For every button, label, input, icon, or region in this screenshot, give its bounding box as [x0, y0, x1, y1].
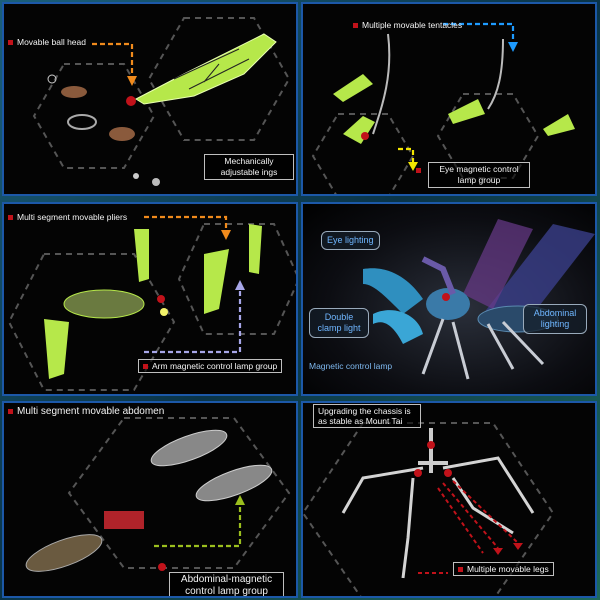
- magnetic-lamp-text: Magnetic control lamp: [309, 361, 393, 371]
- abdomen-label: Multi segment movable abdomen: [8, 406, 164, 417]
- legs-label: Multiple movable legs: [453, 562, 554, 576]
- panel-chassis-art: [303, 422, 555, 596]
- mantis-model-art: [363, 219, 595, 380]
- double-clamp-callout: Double clamp light: [309, 308, 369, 338]
- abd-lamp-label: Abdominal-magnetic control lamp group: [169, 572, 284, 596]
- panel-pliers-art: [7, 215, 296, 391]
- panel-pliers: Multi segment movable pliers Arm magneti…: [2, 202, 298, 396]
- panel-chassis: Upgrading the chassis is as stable as Mo…: [301, 401, 597, 598]
- abdominal-callout: Abdominal lighting: [523, 304, 587, 334]
- panel-lighting-photo: Eye lighting Double clamp light Abdomina…: [301, 202, 597, 396]
- pliers-label: Multi segment movable pliers: [8, 212, 127, 222]
- panel-ball-head: Movable ball head Mechanically adjustabl…: [2, 2, 298, 196]
- eye-lamp-label: Eye magnetic control lamp group: [428, 162, 530, 188]
- arm-lamp-label: Arm magnetic control lamp group: [138, 359, 283, 373]
- eye-lighting-callout: Eye lighting: [321, 231, 380, 250]
- ball-head-label: Movable ball head: [8, 37, 86, 47]
- panel-ball-head-art: [32, 17, 291, 186]
- panel-tentacles: Multiple movable tentacles Eye magnetic …: [301, 2, 597, 196]
- panel-abdomen: Multi segment movable abdomen Abdominal-…: [2, 401, 298, 598]
- eye-lamp-dot: [416, 165, 425, 175]
- wings-label: Mechanically adjustable ings: [204, 154, 294, 180]
- tentacles-label: Multiple movable tentacles: [353, 20, 462, 30]
- panel-abdomen-art: [25, 417, 291, 572]
- chassis-label: Upgrading the chassis is as stable as Mo…: [313, 404, 421, 428]
